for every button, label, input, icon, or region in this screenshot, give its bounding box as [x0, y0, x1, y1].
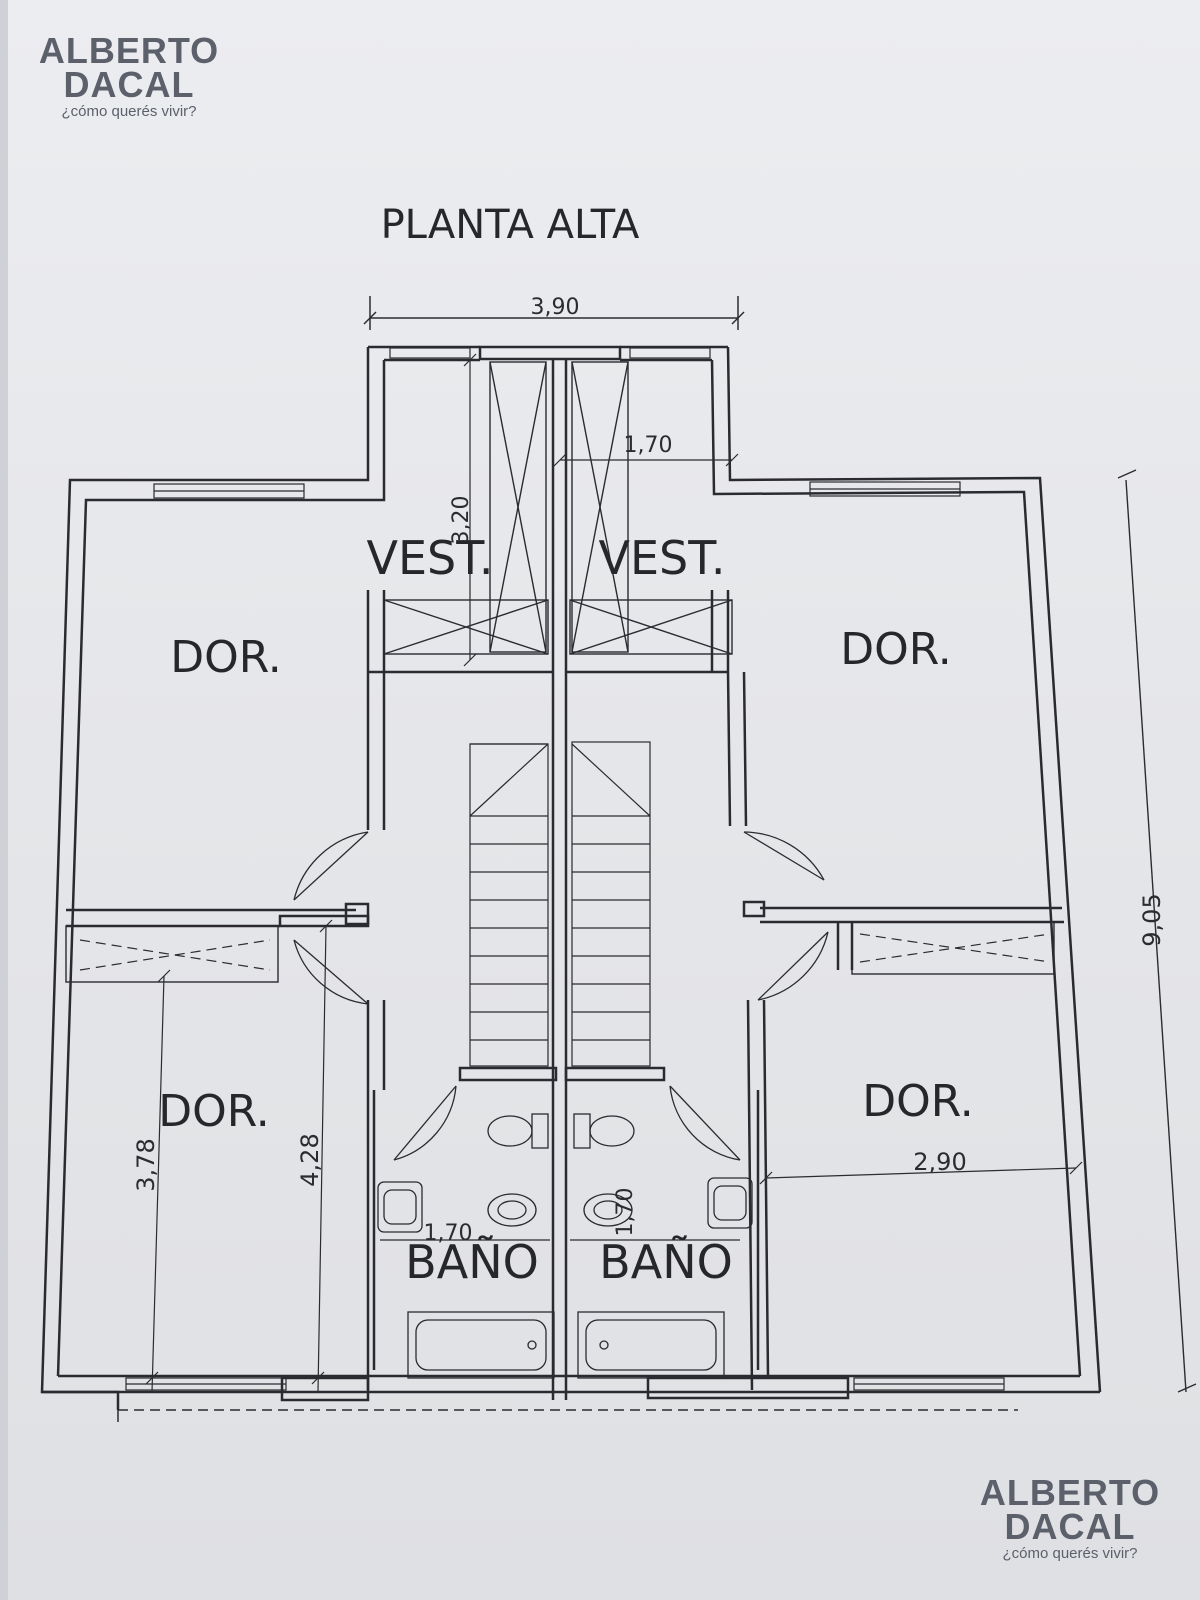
interior-walls — [65, 671, 1064, 1402]
logo-line-1: ALBERTO — [979, 1472, 1161, 1513]
dimension-width-top — [363, 296, 745, 330]
bathroom-fixtures — [377, 1113, 753, 1379]
dimension-closet-width-label: 1,70 — [624, 433, 673, 458]
room-label-bano-right: BAÑO — [599, 1235, 733, 1289]
doors — [293, 831, 829, 1161]
closets — [366, 361, 733, 674]
dimension-width-top-label: 3,90 — [531, 295, 580, 320]
plan-title: PLANTA ALTA — [381, 202, 640, 248]
dimension-dor-left-inner-label: 3,78 — [132, 1138, 160, 1191]
dimension-dor-right-label: 2,90 — [913, 1148, 966, 1176]
paper-sheet — [8, 0, 1200, 1600]
dimension-total-height-label: 9,05 — [1138, 893, 1166, 946]
dimension-dor-left-outer-label: 4,28 — [296, 1133, 324, 1186]
room-label-dor-top-right: DOR. — [840, 624, 952, 675]
logo-bottom: ALBERTO DACAL ¿cómo querés vivir? — [975, 1472, 1165, 1564]
dimension-dor-right — [759, 1161, 1083, 1185]
staircase — [458, 741, 666, 1082]
logo-tagline: ¿cómo querés vivir? — [1002, 1545, 1138, 1562]
room-label-dor-bottom-left: DOR. — [158, 1086, 270, 1137]
room-label-vest-left: VEST. — [367, 531, 494, 585]
closet-bottom-marks — [79, 933, 1051, 971]
room-label-dor-bottom-right: DOR. — [862, 1076, 974, 1127]
exterior-walls — [40, 345, 1102, 1422]
windows — [125, 347, 1005, 1391]
logo-line-1: ALBERTO — [38, 30, 220, 71]
room-label-vest-right: VEST. — [599, 531, 726, 585]
logo-line-2: DACAL — [1004, 1506, 1136, 1547]
dimension-bano-left-label: 1,70 — [424, 1221, 473, 1246]
logo-top: ALBERTO DACAL ¿cómo querés vivir? — [34, 30, 224, 122]
dimension-bano-right-label: 1,70 — [613, 1188, 638, 1237]
dimension-closet — [463, 353, 739, 667]
dimension-total-height — [1117, 469, 1197, 1393]
dimension-closet-height-label: 3,20 — [449, 496, 474, 545]
central-wall — [551, 360, 568, 1400]
logo-line-2: DACAL — [63, 64, 195, 105]
room-label-dor-top-left: DOR. — [170, 632, 282, 683]
logo-tagline: ¿cómo querés vivir? — [61, 103, 197, 120]
room-label-bano-left: BAÑO — [405, 1235, 539, 1289]
dimension-dor-left — [145, 919, 333, 1393]
